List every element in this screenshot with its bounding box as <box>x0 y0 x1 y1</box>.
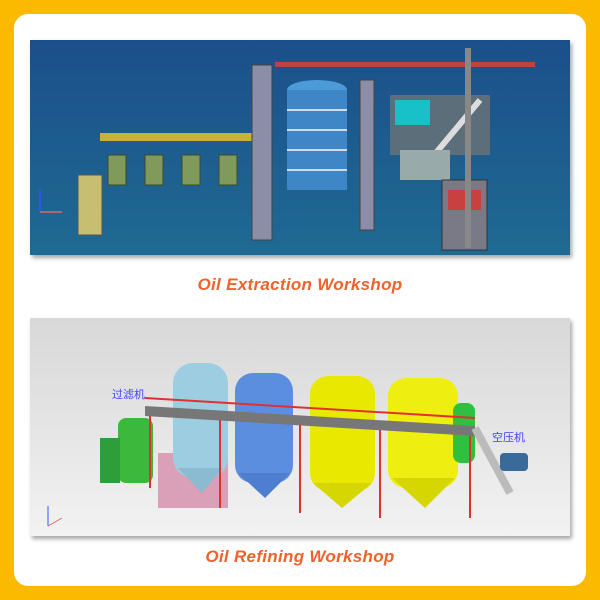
oil-extraction-render <box>30 40 570 255</box>
compressor-label: 空压机 <box>492 430 525 444</box>
oil-refining-render: 过滤机 空压机 <box>30 318 570 536</box>
refining-caption: Oil Refining Workshop <box>205 547 395 566</box>
filter-label: 过滤机 <box>112 387 145 401</box>
extraction-caption: Oil Extraction Workshop <box>197 275 403 294</box>
